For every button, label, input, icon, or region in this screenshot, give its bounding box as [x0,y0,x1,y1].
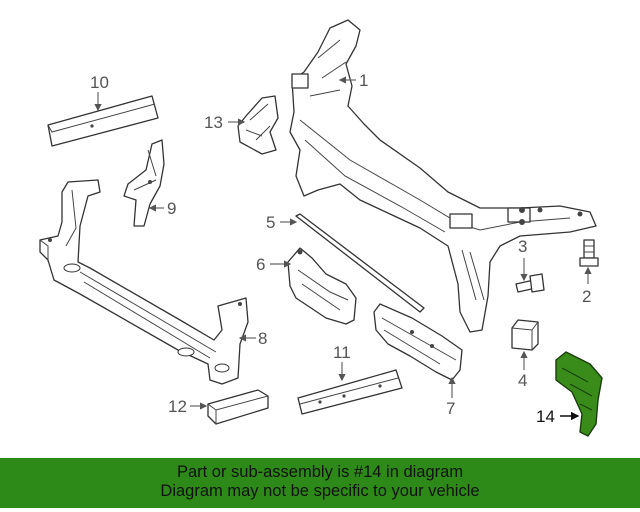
part-4-pad [511,319,539,351]
callout-14: 14 [536,407,555,426]
banner-line-2: Diagram may not be specific to your vehi… [160,482,480,500]
callout-12: 12 [168,397,187,416]
part-9-bracket [123,139,165,227]
part-12-block [207,389,269,425]
part-10-bar [47,95,159,147]
banner-line-1: Part or sub-assembly is #14 in diagram [176,463,464,481]
info-banner: Part or sub-assembly is #14 in diagram D… [0,458,640,508]
part-14-deflector [555,351,603,437]
part-2-bolt [579,239,599,267]
leader-lines [94,76,592,421]
callout-1: 1 [359,71,368,90]
callout-8: 8 [258,329,267,348]
callout-2: 2 [582,287,591,306]
part-11-bar [297,369,403,415]
callout-13: 13 [204,113,223,132]
part-7-bracket [373,303,463,381]
part-6-bracket [287,247,357,325]
part-5-rod [295,213,425,313]
part-8-lower-frame [39,179,249,385]
part-3-bolt [515,273,545,293]
part-1-radiator-support [289,19,597,333]
parts-diagram: 10 13 1 9 5 6 8 11 12 7 4 3 2 14 [39,19,603,437]
callout-11: 11 [333,343,351,362]
callout-5: 5 [266,213,275,232]
callout-6: 6 [256,255,265,274]
callout-9: 9 [167,199,176,218]
callout-10: 10 [90,73,109,92]
callout-4: 4 [518,371,527,390]
callout-7: 7 [446,399,455,418]
callout-3: 3 [518,237,527,256]
part-13-bracket [237,95,279,155]
